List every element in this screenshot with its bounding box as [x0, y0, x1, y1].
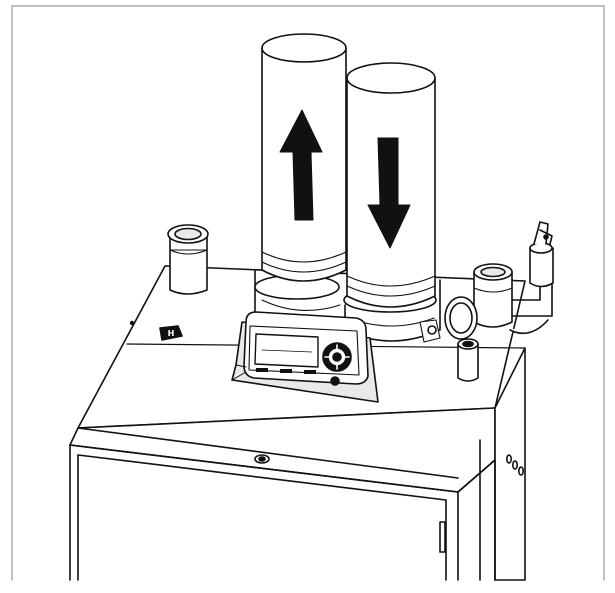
left-stub-pipe	[167, 224, 209, 295]
control-panel	[231, 311, 379, 403]
control-power-button[interactable]	[330, 376, 340, 386]
control-button-3[interactable]	[304, 370, 316, 374]
front-stub-pipe	[457, 338, 479, 382]
control-display-screen	[254, 333, 319, 368]
control-button-1[interactable]	[256, 368, 268, 372]
h-badge-label: H	[168, 329, 175, 338]
right-pipe-fitting	[444, 263, 553, 340]
boiler-body	[69, 444, 459, 581]
relief-valve	[529, 221, 554, 288]
arrow-up-icon	[279, 109, 323, 221]
boiler-side-panel	[439, 347, 526, 581]
h-badge: H	[159, 325, 183, 341]
arrow-down-icon	[367, 137, 411, 249]
figure-frame	[11, 5, 605, 581]
control-button-2[interactable]	[280, 369, 292, 373]
